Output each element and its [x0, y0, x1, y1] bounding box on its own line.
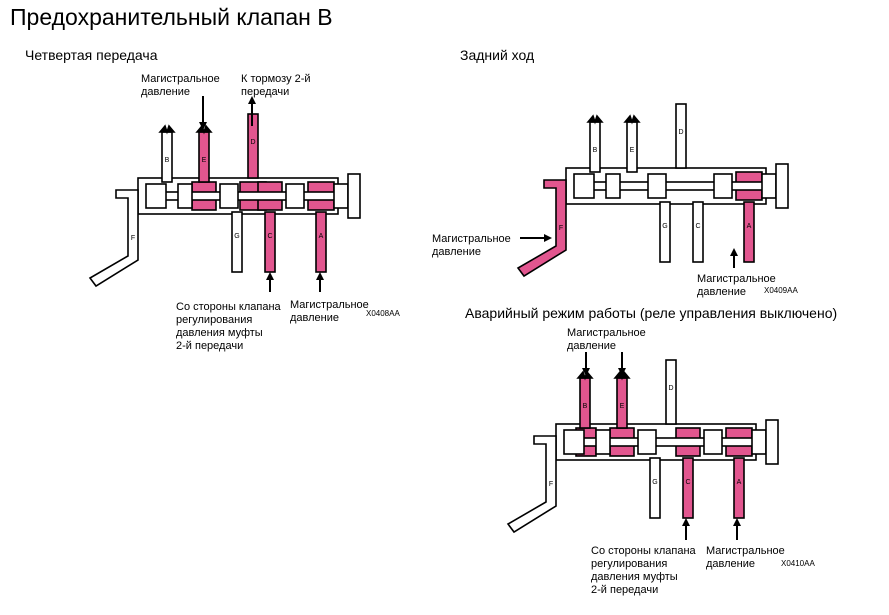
spool-land-5	[751, 429, 767, 455]
end-plug	[775, 163, 789, 209]
port-d	[665, 359, 677, 425]
port-label-f: F	[549, 481, 553, 488]
port-label-f: F	[559, 225, 563, 232]
failsafe-valve-diagram: B E D G C A F	[506, 359, 779, 534]
spool-land-2	[177, 183, 193, 209]
reverse-line-pressure-left-label: Магистральное давление	[432, 233, 511, 258]
fourth-gear-line-pressure-top-label: Магистральное давление	[141, 73, 220, 98]
failsafe-figure-code: X0410AA	[781, 559, 815, 568]
port-g	[649, 457, 661, 519]
end-plug	[765, 419, 779, 465]
spool-land-1	[145, 183, 167, 209]
port-e-cap	[623, 114, 641, 125]
port-label-c: C	[685, 479, 690, 486]
failsafe-line-pressure-bottom-label: Магистральное давление	[706, 545, 785, 570]
port-label-a: A	[747, 223, 752, 230]
port-a	[733, 457, 745, 519]
fourth-gear-clutch-reg-label: Со стороны клапана регулирования давлени…	[176, 301, 281, 352]
port-c	[264, 211, 276, 273]
port-g	[659, 201, 671, 263]
failsafe-title: Аварийный режим работы (реле управления …	[465, 305, 838, 321]
reverse-figure-code: X0409AA	[764, 286, 798, 295]
port-g	[231, 211, 243, 273]
fourth-gear-title: Четвертая передача	[25, 47, 158, 63]
port-a	[315, 211, 327, 273]
port-d	[675, 103, 687, 169]
spool-land-2	[595, 429, 611, 455]
port-e-cap	[613, 370, 631, 381]
spool-land-5	[761, 173, 777, 199]
spool-land-5	[333, 183, 349, 209]
port-b-cap	[586, 114, 604, 125]
port-c	[692, 201, 704, 263]
port-label-b: B	[583, 403, 588, 410]
port-label-d: D	[678, 129, 683, 136]
port-label-c: C	[267, 233, 272, 240]
port-label-e: E	[202, 157, 207, 164]
spool-land-1	[573, 173, 595, 199]
port-c	[682, 457, 694, 519]
failsafe-clutch-reg-label: Со стороны клапана регулирования давлени…	[591, 545, 696, 596]
reverse-line-pressure-bottom-label: Магистральное давление	[697, 273, 776, 298]
port-e-cap	[195, 124, 213, 135]
fourth-gear-valve-diagram: B E D G C A F	[88, 113, 361, 288]
port-label-g: G	[652, 479, 657, 486]
reverse-valve-diagram: B E D G C A F	[516, 103, 789, 278]
port-label-e: E	[630, 147, 635, 154]
end-plug	[347, 173, 361, 219]
port-label-b: B	[165, 157, 170, 164]
port-label-d: D	[668, 385, 673, 392]
port-f	[88, 189, 139, 288]
port-label-g: G	[662, 223, 667, 230]
fourth-gear-line-pressure-bottom-label: Магистральное давление	[290, 299, 369, 324]
port-f	[516, 179, 567, 278]
spool-land-1	[563, 429, 585, 455]
port-label-a: A	[319, 233, 324, 240]
fourth-gear-brake-2nd-label: К тормозу 2-й передачи	[241, 73, 311, 98]
fourth-gear-figure-code: X0408AA	[366, 309, 400, 318]
flow-arrows	[199, 96, 741, 540]
failsafe-line-pressure-top-label: Магистральное давление	[567, 327, 646, 352]
port-label-b: B	[593, 147, 598, 154]
spool-land-3	[647, 173, 667, 199]
spool-land-3	[219, 183, 239, 209]
spool-land-4	[713, 173, 733, 199]
spool-land-4	[703, 429, 723, 455]
port-label-d: D	[250, 139, 255, 146]
port-label-g: G	[234, 233, 239, 240]
port-a	[743, 201, 755, 263]
page-title: Предохранительный клапан В	[10, 4, 333, 30]
port-label-a: A	[737, 479, 742, 486]
port-label-f: F	[131, 235, 135, 242]
spool-land-4	[285, 183, 305, 209]
port-b-cap	[576, 370, 594, 381]
spool-land-3	[637, 429, 657, 455]
port-f	[506, 435, 557, 534]
port-b-cap	[158, 124, 176, 135]
reverse-title: Задний ход	[460, 47, 535, 63]
port-label-e: E	[620, 403, 625, 410]
port-label-c: C	[695, 223, 700, 230]
spool-land-2	[605, 173, 621, 199]
